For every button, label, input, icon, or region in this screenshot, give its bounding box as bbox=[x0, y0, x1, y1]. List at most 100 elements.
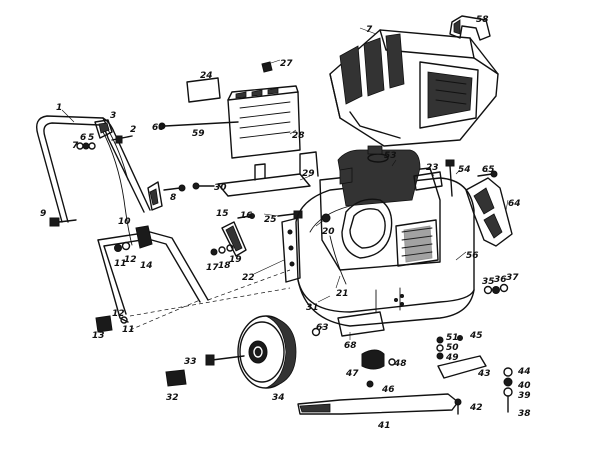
washers-5-6-7 bbox=[76, 142, 96, 150]
label-23 bbox=[413, 171, 443, 191]
label-41: 41 bbox=[377, 421, 391, 431]
side-plate-22 bbox=[281, 217, 301, 283]
rating-label-26 bbox=[186, 77, 221, 103]
handle-bolt-9 bbox=[49, 217, 77, 227]
label-28: 28 bbox=[292, 131, 305, 141]
label-25: 25 bbox=[264, 215, 277, 225]
leaf-spring-43 bbox=[437, 355, 487, 379]
label-5: 5 bbox=[88, 133, 94, 143]
screw-16 bbox=[237, 213, 255, 219]
washer-63 bbox=[311, 327, 321, 337]
handle-knob bbox=[135, 225, 153, 249]
spring-17-18-19 bbox=[210, 244, 234, 256]
label-32: 32 bbox=[166, 393, 179, 403]
label-63: 63 bbox=[316, 323, 329, 333]
label-31: 31 bbox=[306, 303, 319, 313]
cable-clip-4 bbox=[147, 181, 163, 211]
wheel-34 bbox=[237, 315, 297, 389]
label-29: 29 bbox=[302, 169, 315, 179]
label-53: 53 bbox=[384, 151, 397, 161]
label-54: 54 bbox=[458, 165, 471, 175]
bracket-29 bbox=[217, 151, 319, 197]
label-27: 27 bbox=[280, 59, 293, 69]
cable-21 bbox=[329, 235, 347, 285]
label-37: 37 bbox=[506, 273, 519, 283]
label-43: 43 bbox=[477, 369, 491, 379]
rear-guard-68 bbox=[337, 311, 385, 337]
label-19: 19 bbox=[229, 255, 242, 265]
wheel-bolt-33 bbox=[205, 354, 245, 366]
label-7a: 7 bbox=[72, 141, 79, 151]
label-2: 2 bbox=[130, 125, 136, 135]
label-34: 34 bbox=[272, 393, 285, 403]
rear-flap-28 bbox=[227, 85, 301, 159]
label-33: 33 bbox=[184, 357, 197, 367]
label-36: 36 bbox=[494, 275, 507, 285]
label-51: 51 bbox=[446, 333, 459, 343]
label-11b: 11 bbox=[122, 325, 135, 335]
handle-clamp bbox=[95, 315, 113, 333]
label-48: 48 bbox=[393, 359, 407, 369]
label-59: 59 bbox=[192, 129, 205, 139]
label-68: 68 bbox=[344, 341, 357, 351]
label-8: 8 bbox=[170, 193, 176, 203]
label-23: 23 bbox=[426, 163, 439, 173]
label-39: 39 bbox=[518, 391, 531, 401]
handle-cable bbox=[101, 127, 133, 246]
engine-block bbox=[319, 145, 441, 271]
part-labels: 1 2 3 7 6 5 8 9 10 11 12 14 12 11 13 15 … bbox=[40, 15, 531, 431]
label-64: 64 bbox=[508, 199, 521, 209]
leader-lines bbox=[61, 17, 509, 340]
handle-bolt-2 bbox=[111, 135, 133, 144]
label-42: 42 bbox=[469, 403, 483, 413]
label-21: 21 bbox=[336, 289, 349, 299]
label-12a: 12 bbox=[124, 255, 137, 265]
label-9: 9 bbox=[40, 209, 46, 219]
label-20: 20 bbox=[322, 227, 335, 237]
mower-deck bbox=[295, 177, 475, 327]
height-lever-15 bbox=[221, 221, 247, 257]
label-58: 58 bbox=[476, 15, 489, 25]
label-45: 45 bbox=[469, 331, 483, 341]
handle-pivot-dashlines bbox=[129, 269, 291, 331]
label-46: 46 bbox=[381, 385, 395, 395]
blade-41 bbox=[297, 393, 459, 415]
hubcap-32 bbox=[165, 369, 187, 387]
screw-65 bbox=[477, 170, 498, 178]
label-44: 44 bbox=[517, 367, 531, 377]
label-24: 24 bbox=[200, 71, 213, 81]
label-11a: 11 bbox=[114, 259, 127, 269]
label-12b: 12 bbox=[112, 309, 125, 319]
front-bracket-64 bbox=[465, 177, 513, 247]
label-16: 16 bbox=[240, 211, 253, 221]
clip-27 bbox=[261, 61, 273, 73]
bolt-54 bbox=[445, 159, 455, 197]
label-7b: 7 bbox=[366, 25, 373, 35]
spacers-49-50-51 bbox=[436, 336, 444, 360]
key-46 bbox=[366, 380, 374, 388]
nut-washers-11-12 bbox=[114, 241, 131, 324]
blade-adapter-47-48 bbox=[361, 349, 396, 370]
stack-38-40-44 bbox=[503, 367, 513, 413]
label-30: 30 bbox=[214, 183, 227, 193]
label-65: 65 bbox=[482, 165, 495, 175]
label-56: 56 bbox=[466, 251, 479, 261]
label-35: 35 bbox=[482, 277, 495, 287]
label-50: 50 bbox=[446, 343, 459, 353]
washers-35-36-37 bbox=[483, 283, 509, 295]
label-18: 18 bbox=[218, 261, 231, 271]
label-40: 40 bbox=[517, 381, 531, 391]
label-60: 60 bbox=[152, 123, 165, 133]
label-17: 17 bbox=[206, 263, 219, 273]
label-22: 22 bbox=[242, 273, 255, 283]
blade-bolt-42 bbox=[454, 398, 462, 415]
label-3: 3 bbox=[110, 111, 116, 121]
label-10: 10 bbox=[118, 217, 131, 227]
label-47: 47 bbox=[345, 369, 359, 379]
label-14: 14 bbox=[140, 261, 153, 271]
label-6: 6 bbox=[80, 133, 86, 143]
label-13: 13 bbox=[92, 331, 105, 341]
rod-59 bbox=[158, 121, 239, 130]
grass-catcher-7 bbox=[329, 29, 499, 147]
